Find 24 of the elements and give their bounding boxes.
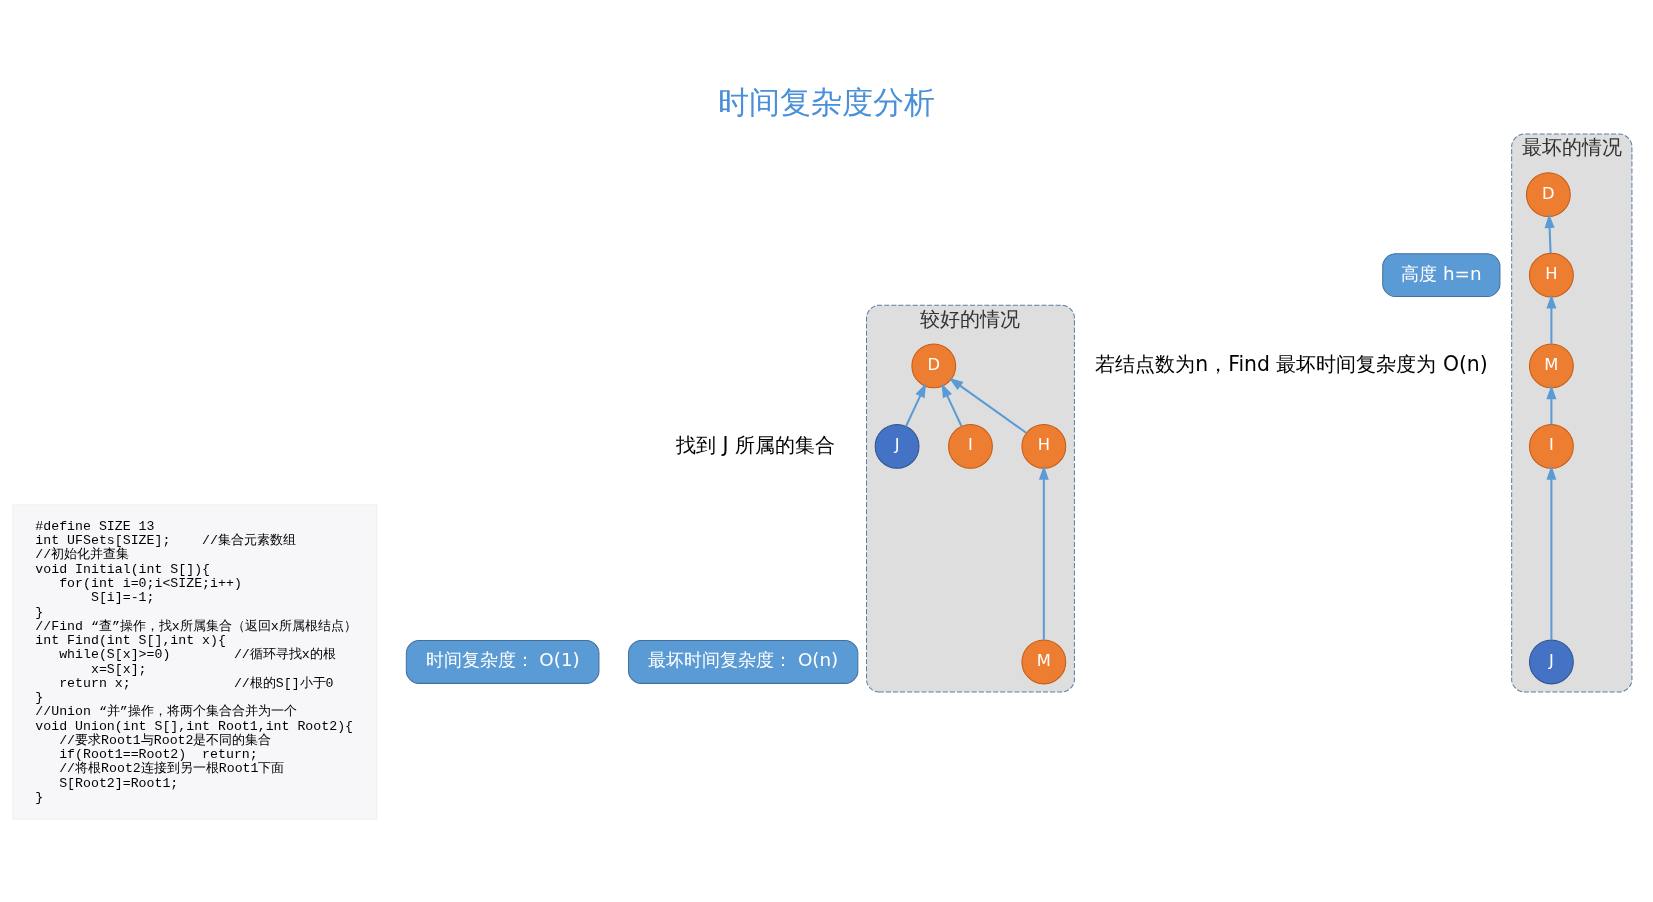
node-circle: J (1529, 639, 1574, 684)
node-circle: I (948, 423, 993, 469)
node-circle: J (874, 423, 920, 469)
node-box: 最坏时间复杂度： O(n) (628, 639, 859, 684)
node-circle: M (1021, 639, 1067, 684)
label: 若结点数为n，Find 最坏时间复杂度为 O(n) (1095, 351, 1488, 376)
arrow (1546, 293, 1557, 344)
node-circle: H (1529, 252, 1574, 298)
arrow (1546, 465, 1557, 640)
node-circle: H (1021, 423, 1067, 469)
label: 找到 J 所属的集合 (675, 432, 835, 456)
diagram-title: 时间复杂度分析 (718, 84, 935, 120)
node-circle: D (1525, 171, 1571, 217)
node-circle: M (1529, 342, 1574, 388)
arrow (948, 377, 1027, 434)
arrow (1546, 384, 1557, 424)
node-circle: I (1529, 423, 1574, 469)
arrow (1544, 213, 1555, 253)
node-box: 时间复杂度： O(1) (405, 639, 600, 684)
arrow (1038, 465, 1049, 640)
arrow (905, 382, 927, 426)
node-circle: D (911, 342, 957, 388)
arrow (941, 382, 963, 426)
node-box: 高度 h=n (1382, 252, 1501, 297)
